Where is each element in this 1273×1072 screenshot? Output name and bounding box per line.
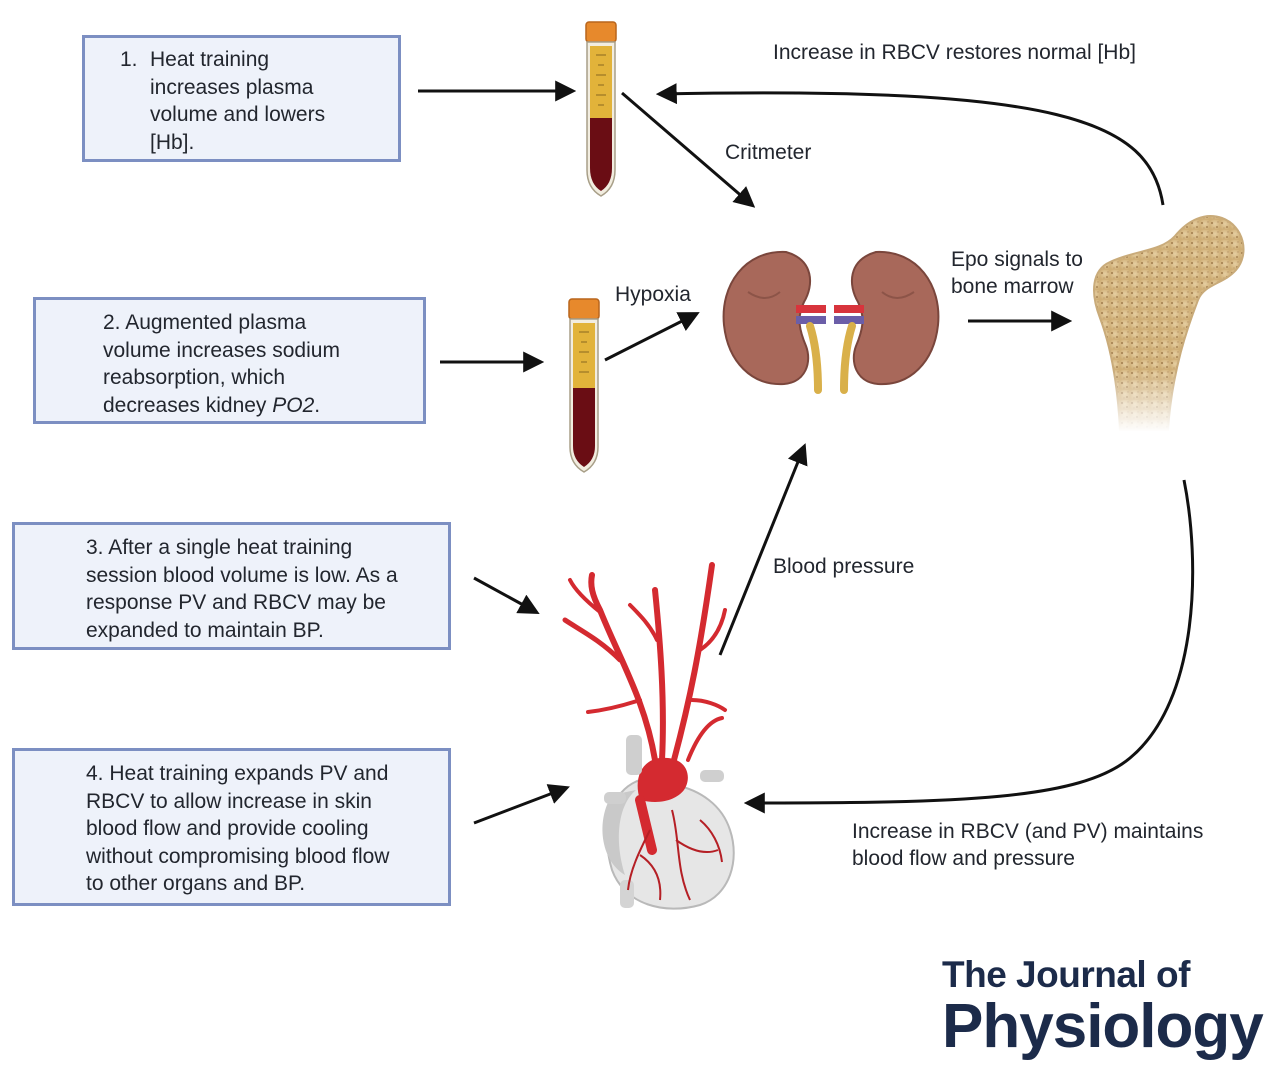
femur-bone-icon: [1093, 215, 1245, 432]
maintains-label-line1: Increase in RBCV (and PV) maintains: [852, 820, 1204, 843]
blood-pressure-label: Blood pressure: [773, 555, 915, 578]
hypoxia-label: Hypoxia: [615, 283, 691, 306]
step-1-line: [Hb].: [150, 130, 195, 154]
journal-logo: The Journal of Physiology: [942, 954, 1264, 1061]
arrow-blood-pressure: [718, 443, 808, 656]
step-1-box: 1. Heat training increases plasma volume…: [82, 35, 401, 162]
step-2-line: decreases kidney PO2.: [103, 392, 423, 420]
step-4-line: 4. Heat training expands PV and: [86, 762, 389, 785]
journal-logo-line1: The Journal of: [942, 954, 1190, 995]
maintains-label-line2: blood flow and pressure: [852, 847, 1075, 870]
epo-label-line1: Epo signals to: [951, 248, 1083, 271]
step-3-line: 3. After a single heat training: [86, 536, 353, 559]
step-2-line: reabsorption, which: [103, 366, 286, 389]
step-4-line: blood flow and provide cooling: [86, 817, 369, 840]
arrow-box3-to-heart: [473, 576, 540, 615]
step-2-text: .: [314, 393, 321, 417]
step-4-line: to other organs and BP.: [86, 872, 306, 895]
arrow-bone-to-heart: [743, 479, 1195, 814]
step-2-italic: PO2: [272, 393, 315, 417]
step-2-text: decreases kidney: [103, 393, 273, 417]
blood-tube-icon: [568, 298, 600, 473]
arrow-tube-to-kidney: [621, 91, 756, 208]
step-1-line: volume and lowers: [150, 103, 326, 126]
arrow-tube-hypoxia: [604, 312, 700, 362]
step-3-box: 3. After a single heat training session …: [12, 522, 451, 650]
kidneys-icon: [722, 250, 940, 394]
step-2-line: 2. Augmented plasma: [103, 311, 307, 334]
step-3-line: expanded to maintain BP.: [86, 618, 324, 642]
arrow-bone-to-tube: [655, 83, 1165, 206]
blood-tube-icon: [585, 21, 617, 197]
step-2-line: volume increases sodium: [103, 338, 340, 362]
step-3-line: session blood volume is low. As a: [86, 563, 398, 587]
restores-label: Increase in RBCV restores normal [Hb]: [773, 41, 1136, 64]
epo-label-line2: bone marrow: [951, 275, 1074, 298]
journal-logo-line2: Physiology: [942, 992, 1264, 1061]
step-4-line: without compromising blood flow: [86, 844, 390, 868]
step-1-number: 1.: [120, 48, 138, 71]
step-2-box: 2. Augmented plasma volume increases sod…: [33, 297, 426, 424]
step-3-line: response PV and RBCV may be: [86, 591, 386, 614]
step-4-line: RBCV to allow increase in skin: [86, 789, 372, 813]
heart-icon: [562, 562, 735, 910]
critmeter-label: Critmeter: [725, 141, 812, 164]
step-4-box: 4. Heat training expands PV and RBCV to …: [12, 748, 451, 906]
flow-arrows: [418, 80, 1195, 825]
step-1-line: increases plasma: [150, 75, 314, 99]
arrow-box4-to-heart: [473, 784, 570, 825]
step-1-line: Heat training: [150, 48, 270, 71]
